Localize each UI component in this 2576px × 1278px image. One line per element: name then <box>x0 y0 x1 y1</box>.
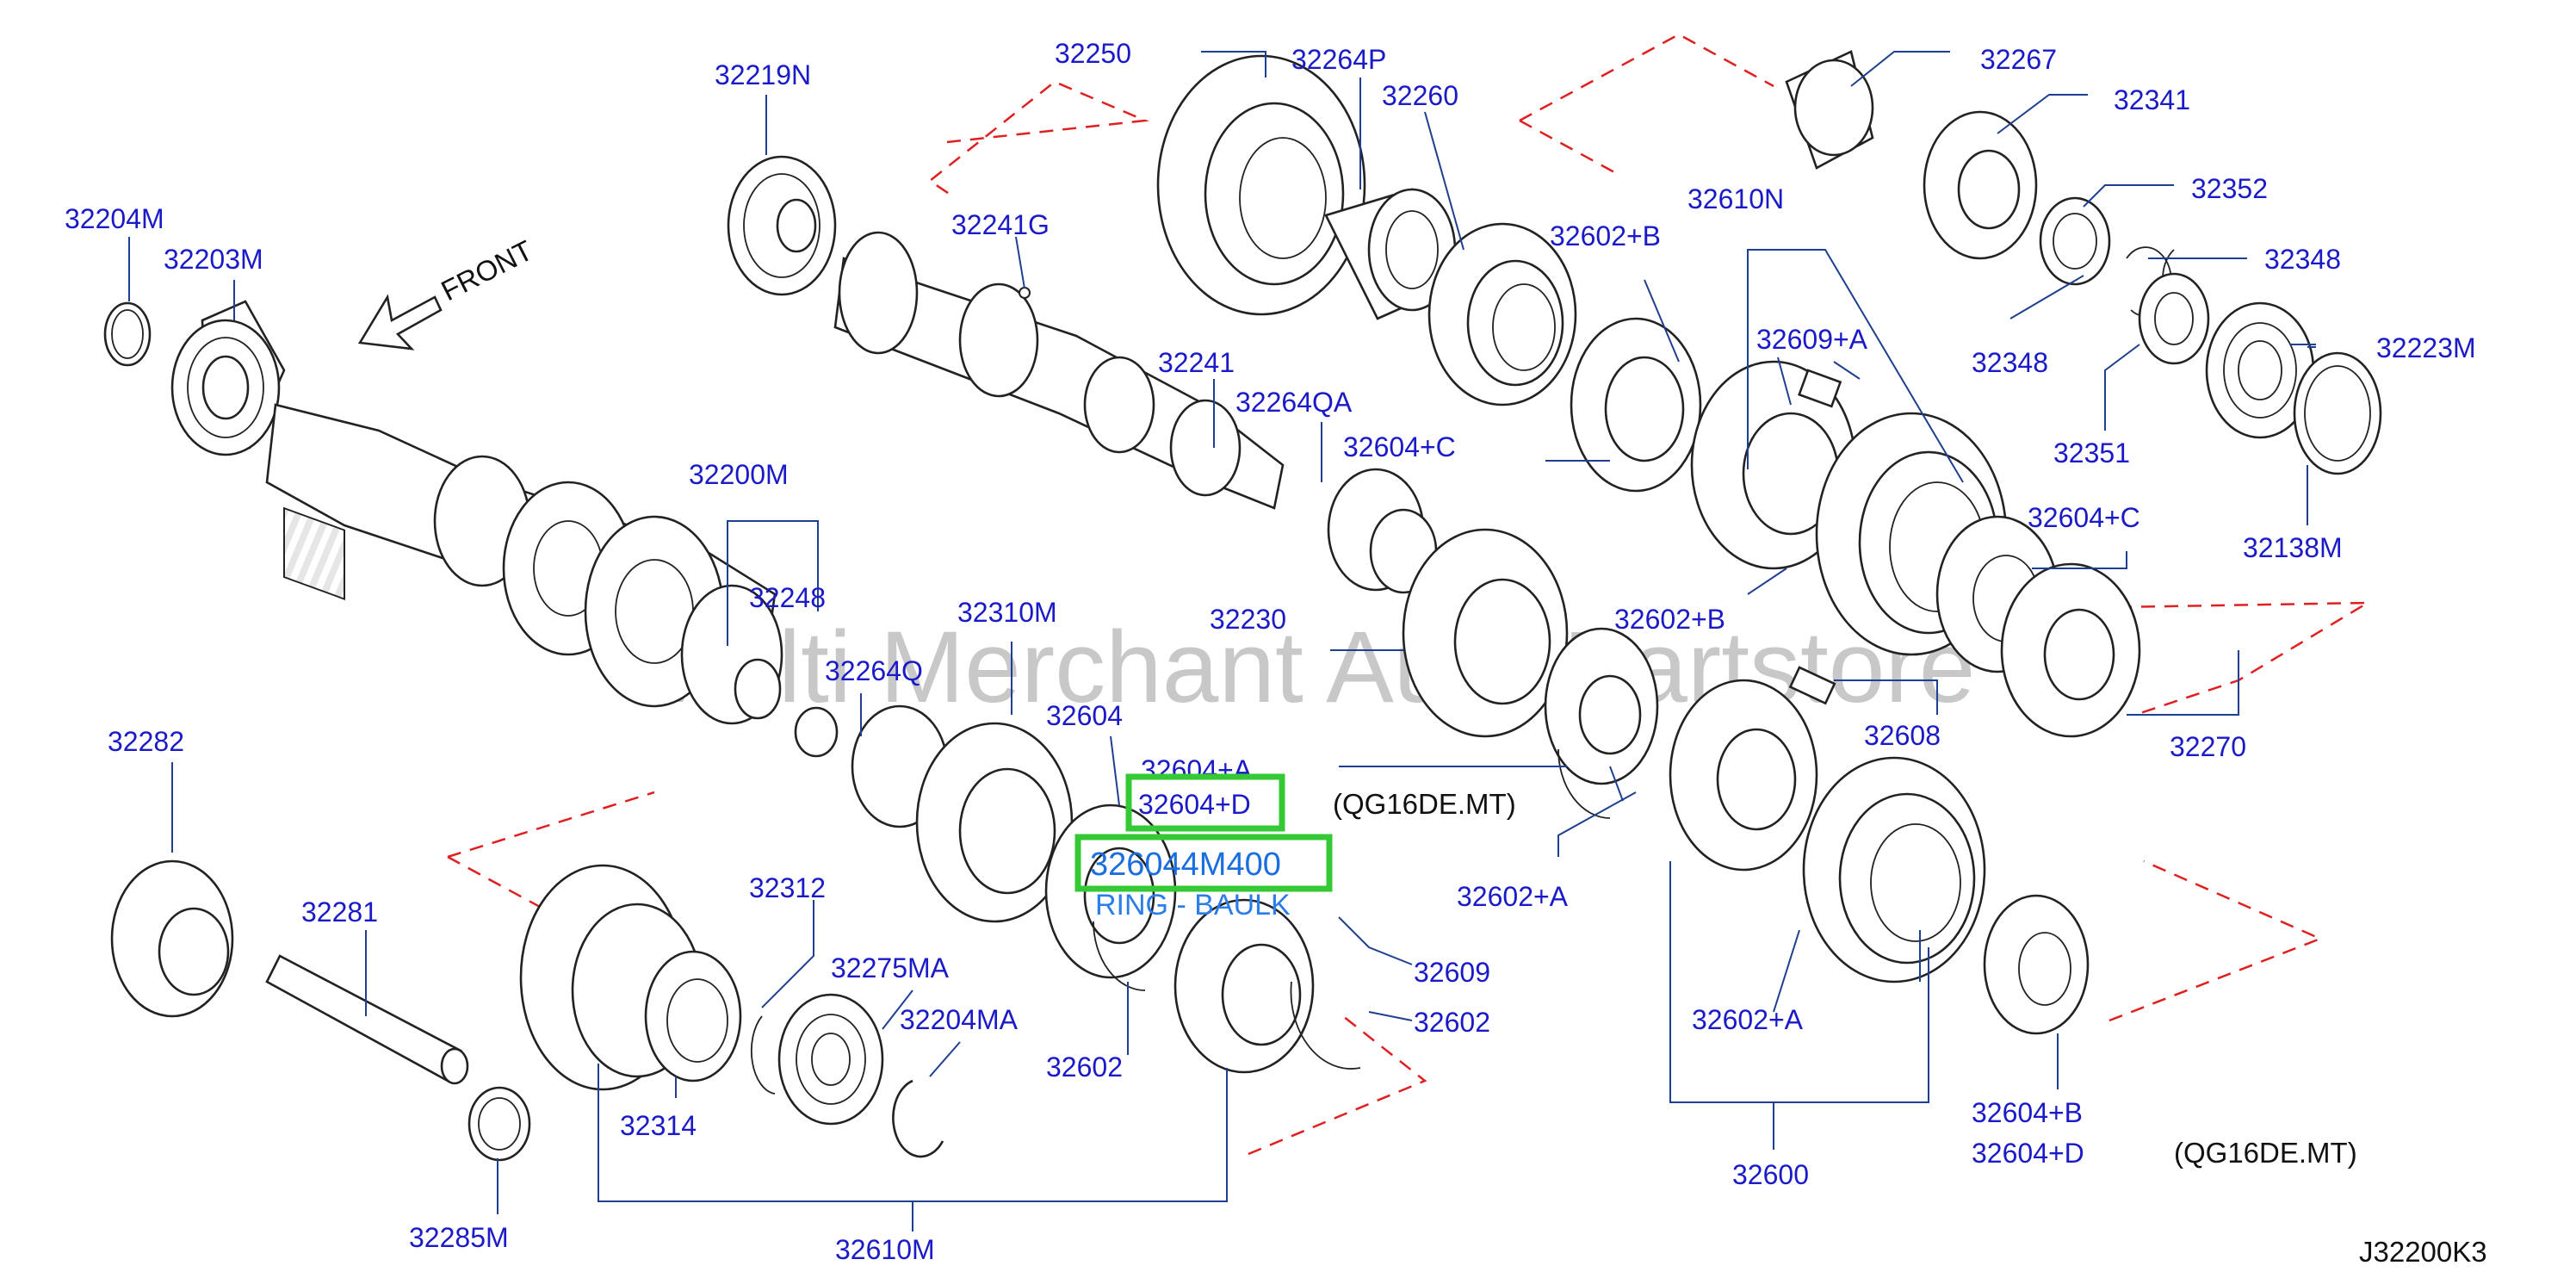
callout-32260: 32260 <box>1382 80 1458 111</box>
highlight-part-number[interactable]: 326044M400 <box>1090 847 1281 883</box>
callout-32604: 32604 <box>1046 700 1123 731</box>
callout-32282: 32282 <box>108 726 184 757</box>
bush-32264Q-shape <box>794 706 839 758</box>
callout-32264P: 32264P <box>1291 44 1386 75</box>
callout-32230: 32230 <box>1210 604 1286 635</box>
note-qg16de-mt-middle: (QG16DE.MT) <box>1333 788 1516 820</box>
callout-32348-right: 32348 <box>2264 244 2341 275</box>
callout-32204MA: 32204MA <box>900 1004 1019 1035</box>
front-arrow-shape <box>357 294 443 351</box>
callout-32348-left: 32348 <box>1972 347 2048 378</box>
callout-32204M: 32204M <box>65 203 164 234</box>
callout-32314: 32314 <box>620 1110 697 1141</box>
callout-32270: 32270 <box>2170 731 2246 762</box>
bearing-32275MA-shape <box>777 993 884 1126</box>
callout-32241G: 32241G <box>951 209 1050 240</box>
callout-32610M: 32610M <box>835 1234 935 1265</box>
callout-32604D-highlight[interactable]: 32604+D <box>1138 789 1251 820</box>
callout-32604C-lower: 32604+C <box>2028 502 2140 533</box>
shaft-32281-shape <box>265 954 462 1083</box>
callout-32267: 32267 <box>1980 44 2057 75</box>
callout-32604B: 32604+B <box>1972 1097 2083 1128</box>
callout-32250: 32250 <box>1055 38 1131 69</box>
callout-32285M: 32285M <box>409 1222 509 1253</box>
highlighted-part[interactable]: 32604+D 326044M400 RING - BAULK <box>1074 773 1333 921</box>
callout-32602-left: 32602 <box>1046 1052 1123 1083</box>
callout-32203M: 32203M <box>164 244 263 275</box>
note-qg16de-mt-right: (QG16DE.MT) <box>2174 1137 2357 1169</box>
callout-32602B-upper: 32602+B <box>1550 220 1661 251</box>
front-label: FRONT <box>436 234 537 307</box>
bush-32267-shape <box>1793 59 1874 157</box>
callout-32602-right: 32602 <box>1414 1007 1490 1038</box>
callout-32312: 32312 <box>749 872 826 903</box>
callout-32608: 32608 <box>1864 720 1941 751</box>
part-drawings <box>103 50 2382 1162</box>
ring-32138M-shape <box>2293 351 2382 475</box>
callout-32609: 32609 <box>1414 957 1490 988</box>
callout-32609A: 32609+A <box>1756 324 1868 355</box>
ring-32352-shape <box>2039 196 2111 286</box>
callout-32241: 32241 <box>1158 347 1235 378</box>
highlight-box-part-number[interactable] <box>1074 834 1333 892</box>
callout-32281: 32281 <box>301 896 378 927</box>
callout-32341: 32341 <box>2114 84 2190 115</box>
callout-32264QA: 32264QA <box>1235 387 1353 418</box>
callout-32275MA: 32275MA <box>831 952 950 983</box>
snap-ring-32204MA-shape <box>892 1079 944 1158</box>
callout-32602B-lower: 32602+B <box>1614 604 1725 635</box>
group-outlines <box>447 33 2372 1156</box>
callout-32604A: 32604+A <box>1141 754 1253 785</box>
callout-32223M: 32223M <box>2376 332 2476 363</box>
callout-32248: 32248 <box>749 582 826 613</box>
bearing-32351-shape <box>2138 272 2210 365</box>
callout-32602A-lower: 32602+A <box>1692 1004 1804 1035</box>
leader-lines <box>128 51 2316 1231</box>
callout-32610N: 32610N <box>1687 183 1784 214</box>
callout-32200M: 32200M <box>689 459 789 490</box>
callout-32604C-upper: 32604+C <box>1343 431 1456 462</box>
callout-32138M: 32138M <box>2243 532 2343 563</box>
callout-32351: 32351 <box>2053 437 2130 468</box>
callout-32219N: 32219N <box>715 59 811 90</box>
callout-32602A-upper: 32602+A <box>1457 881 1569 912</box>
callout-32604D-lower: 32604+D <box>1972 1138 2084 1169</box>
diagram-code: J32200K3 <box>2359 1236 2487 1268</box>
callout-32310M: 32310M <box>957 597 1057 628</box>
callout-32352: 32352 <box>2191 173 2268 204</box>
highlight-part-name: RING - BAULK <box>1095 889 1291 921</box>
callout-32600: 32600 <box>1732 1159 1809 1190</box>
highlight-box-32604D[interactable] <box>1125 773 1285 832</box>
callout-32264Q: 32264Q <box>825 655 923 686</box>
hub-32604B-shape <box>1983 894 2090 1035</box>
